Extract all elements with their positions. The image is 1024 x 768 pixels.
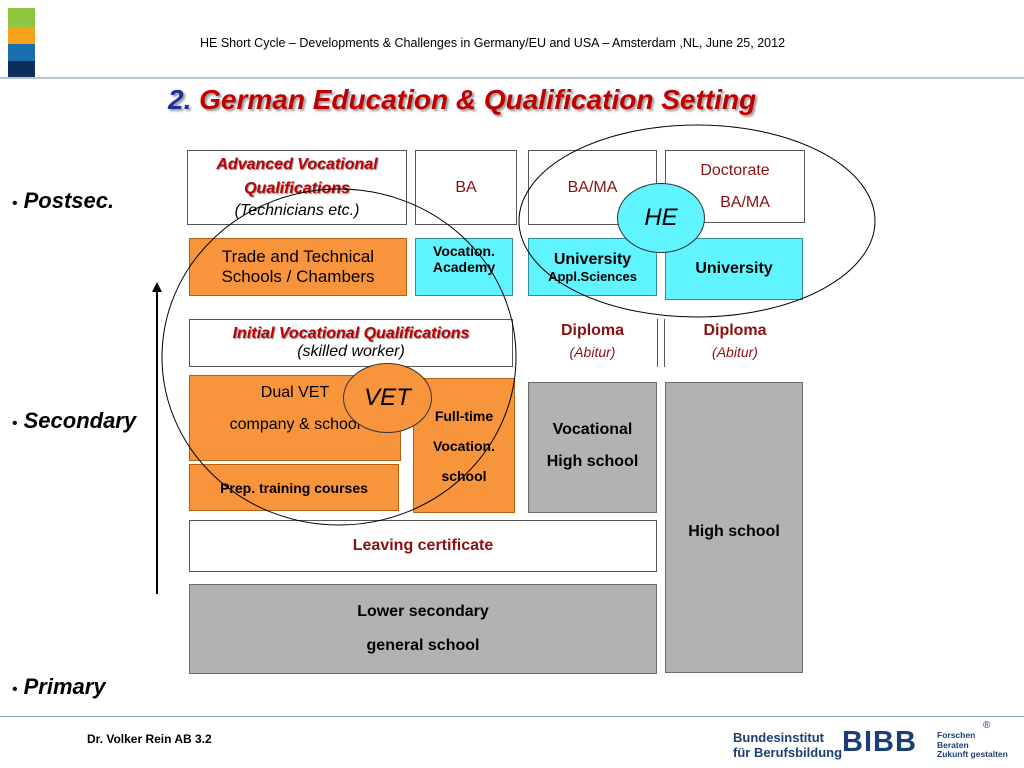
motto-line3: Zukunft gestalten: [937, 749, 1008, 759]
university-label: University: [695, 260, 773, 277]
header-divider: [0, 77, 1024, 79]
bullet-icon: •: [12, 195, 18, 212]
diploma2-line2: (Abitur): [712, 344, 758, 360]
doctorate-line2: BA/MA: [720, 193, 770, 211]
vocational-hs-line2: High school: [546, 453, 639, 470]
slide-title-text: German Education & Qualification Setting: [191, 84, 757, 115]
level-secondary-label: Secondary: [23, 408, 137, 433]
advanced-line2: Qualifications: [244, 179, 350, 197]
high-school-box: High school: [665, 382, 803, 673]
bullet-icon: •: [12, 415, 18, 432]
lower-secondary-box: Lower secondary general school: [189, 584, 657, 674]
level-postsec-label: Postsec.: [23, 188, 115, 213]
trade-technical-box: Trade and Technical Schools / Chambers: [189, 238, 407, 296]
prep-training-box: Prep. training courses: [189, 464, 399, 511]
bibb-motto: Forschen Beraten Zukunft gestalten: [937, 730, 1008, 760]
leaving-certificate-box: Leaving certificate: [189, 520, 657, 572]
institute-name: Bundesinstitut für Berufsbildung: [733, 730, 842, 760]
color-strip-blue: [8, 44, 35, 61]
diploma2-line1: Diploma: [703, 322, 767, 339]
slide-title: 2. German Education & Qualification Sett…: [168, 84, 756, 116]
vocational-hs-line1: Vocational: [552, 421, 633, 438]
advanced-vocational-box: Advanced Vocational Qualifications (Tech…: [187, 150, 407, 225]
vocational-highschool-box: Vocational High school: [528, 382, 657, 513]
fulltime-line2: Vocation.: [433, 437, 495, 454]
institute-line2: für Berufsbildung: [733, 745, 843, 760]
diploma-divider: [657, 319, 665, 367]
vocation-academy-line2: Academy: [432, 259, 496, 275]
bullet-icon: •: [12, 681, 18, 698]
footer-author: Dr. Volker Rein AB 3.2: [87, 732, 212, 746]
trade-line1: Trade and Technical: [221, 247, 375, 266]
initial-line2: (skilled worker): [297, 343, 405, 360]
color-strip-orange: [8, 27, 35, 44]
university-box: University: [665, 238, 803, 300]
lower-line2: general school: [366, 637, 480, 654]
vet-ellipse: [161, 188, 517, 526]
diploma-vocational: Diploma (Abitur): [528, 322, 657, 360]
initial-vocational-box: Initial Vocational Qualifications (skill…: [189, 319, 513, 367]
doctorate-line1: Doctorate: [700, 161, 770, 179]
university-appl-box: University Appl.Sciences: [528, 238, 657, 296]
initial-line1: Initial Vocational Qualifications: [232, 325, 470, 342]
ba-box: BA: [415, 150, 517, 225]
high-school-label: High school: [688, 523, 780, 540]
leaving-label: Leaving certificate: [352, 537, 494, 554]
color-strip-navy: [8, 61, 35, 77]
vet-badge-label: VET: [364, 384, 411, 411]
motto-line2: Beraten: [937, 739, 969, 750]
progression-arrow-icon: [152, 282, 162, 594]
level-postsec: • Postsec.: [12, 188, 114, 214]
university-appl-line1: University: [553, 250, 632, 268]
diploma-highschool: Diploma (Abitur): [665, 322, 805, 360]
dual-line1: Dual VET: [260, 384, 330, 401]
color-strip-green: [8, 8, 35, 27]
diploma1-line1: Diploma: [560, 322, 625, 339]
he-badge-label: HE: [644, 204, 678, 231]
advanced-line1: Advanced Vocational: [216, 155, 378, 173]
he-ellipse: [518, 124, 876, 318]
footer-divider: [0, 716, 1024, 717]
level-primary-label: Primary: [23, 674, 106, 699]
institute-line1: Bundesinstitut: [733, 730, 824, 745]
university-appl-line2: Appl.Sciences: [548, 268, 637, 284]
trade-line2: Schools / Chambers: [221, 267, 375, 286]
slide-title-number: 2.: [168, 84, 192, 115]
lower-line1: Lower secondary: [357, 603, 489, 620]
bibb-logo: BIBB: [842, 726, 917, 758]
ba-label: BA: [455, 178, 477, 196]
prep-label: Prep. training courses: [220, 479, 368, 496]
fulltime-line1: Full-time: [434, 407, 494, 424]
level-primary: • Primary: [12, 674, 106, 700]
motto-line1: Forschen: [937, 730, 976, 740]
vocation-academy-box: Vocation. Academy: [415, 238, 513, 296]
dual-line2: company & school: [229, 416, 361, 433]
bama-label: BA/MA: [567, 178, 618, 196]
advanced-line3: (Technicians etc.): [234, 201, 360, 219]
diploma1-line2: (Abitur): [569, 344, 616, 360]
level-secondary: • Secondary: [12, 408, 136, 434]
header-title: HE Short Cycle – Developments & Challeng…: [200, 36, 786, 50]
registered-mark: ®: [983, 720, 991, 731]
he-badge: HE: [617, 183, 705, 253]
vet-badge: VET: [343, 363, 432, 433]
